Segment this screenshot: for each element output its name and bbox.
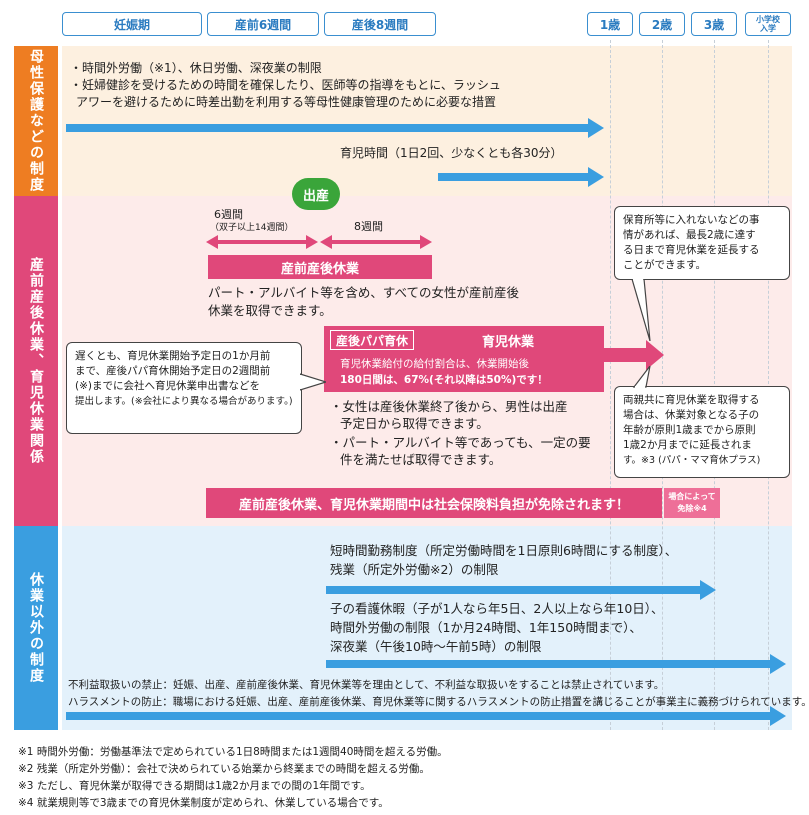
maternity-desc2: 休業を取得できます。 [208,303,332,318]
extend-line3: る日まで育児休業を延長する [623,244,760,256]
maternity-leave-label: 産前産後休業 [280,261,359,277]
footnote-4: ※4 就業規則等で3歳までの育児休業制度が定められ、休業している場合です。 [18,797,389,809]
guide-line-age1 [610,40,611,730]
other-band [62,526,792,730]
application-note-box: 遅くとも、育児休業開始予定日の1か月前 まで、産後パパ育休開始予定日の2週間前 … [66,342,302,434]
timeline-school-entry: 小学校入学 [745,12,791,36]
maternal-line3: アワーを避けるために時差出勤を利用する等母性健康管理のために必要な措置 [76,95,497,109]
footnote-3: ※3 ただし、育児休業が取得できる期間は1歳2か月までの間の1年間です。 [18,780,371,792]
condition-line3: ・パート・アルバイト等であっても、一定の要 [330,435,591,450]
school-line2: 入学 [760,24,776,33]
extend-line2: 情があれば、最長2歳に達す [623,229,756,241]
guide-line-age3 [714,40,715,730]
guide-line-school [768,40,769,730]
birth-badge: 出産 [292,178,340,210]
maternity-desc1: パート・アルバイト等を含め、すべての女性が産前産後 [208,285,520,300]
care-leave-line3: 深夜業（午後10時～午前5時）の制限 [330,639,542,654]
leave-label: 産前産後休業、育児休業関係 [14,196,58,526]
both-line3: 年齢が原則1歳までから原則 [623,424,756,436]
both-line5: す。※3 (パパ・ママ育休プラス) [623,455,761,466]
maternity-leave-bar: 産前産後休業 [208,255,432,279]
timeline-age-2: 2歳 [639,12,685,36]
extend-line1: 保育所等に入れないなどの事 [623,214,760,226]
prenatal-weeks: 6週間 [214,208,243,221]
childcare-leave-block [324,326,604,392]
maternal-band [62,46,792,196]
insurance-text: 産前産後休業、育児休業期間中は社会保険料負担が免除されます！ [238,497,629,513]
left-note-line2: まで、産後パパ育休開始予定日の2週間前 [75,365,271,377]
papa-leave-tag: 産後パパ育休 [330,330,414,350]
insurance-exemption-bar: 産前産後休業、育児休業期間中は社会保険料負担が免除されます！ [206,488,662,518]
maternal-line1: ・時間外労働（※1）、休日労働、深夜業の制限 [70,61,322,75]
both-parents-pointer [632,366,651,388]
school-line1: 小学校 [756,15,780,24]
birth-label: 出産 [302,188,329,204]
timeline-age-3: 3歳 [691,12,737,36]
both-line1: 両親共に育児休業を取得する [623,394,760,406]
condition-line4: 件を満たせば取得できます。 [340,452,502,467]
disadvantage-ban-text: 不利益取扱いの禁止：妊娠、出産、産前産後休業、育児休業等を理由として、不利益な取… [68,679,665,691]
timeline-prenatal-6-weeks: 産前6週間 [207,12,319,36]
left-note-line1: 遅くとも、育児休業開始予定日の1か月前 [75,350,271,362]
papa-leave-label: 産後パパ育休 [335,333,408,348]
note-pointer [300,373,326,391]
extension-note-box: 保育所等に入れないなどの事 情があれば、最長2歳に達す る日まで育児休業を延長す… [614,206,790,280]
prenatal-period-arrow [206,235,318,249]
timeline-age-1: 1歳 [587,12,633,36]
timeline-pregnancy: 妊娠期 [62,12,202,36]
both-parents-note-box: 両親共に育児休業を取得する 場合は、休業対象となる子の 年齢が原則1歳までから原… [614,386,790,478]
other-label: 休業以外の制度 [14,526,58,730]
postnatal-weeks: 8週間 [354,220,383,233]
maternal-line2: ・妊婦健診を受けるための時間を確保したり、医師等の指導をもとに、ラッシュ [70,78,501,92]
guide-line-age2 [662,40,663,730]
childcare-leave-title: 育児休業 [482,335,535,350]
care-leave-line2: 時間外労働の制限（1か月24時間、1年150時間まで）、 [330,620,642,635]
harassment-prevention-text: ハラスメントの防止：職場における妊娠、出産、産前産後休業、育児休業等に関するハラ… [68,696,809,708]
condition-line1: ・女性は産後休業終了後から、男性は出産 [330,399,568,414]
short-hours-line1: 短時間勤務制度（所定労働時間を1日原則6時間にする制度）、 [330,543,678,558]
short-hours-line2: 残業（所定外労働※2）の制限 [330,562,499,577]
footnote-1: ※1 時間外労働：労働基準法で定められている1日8時間または1週間40時間を超え… [18,746,448,758]
case-line2: 免除※4 [677,504,707,513]
extension-pointer [631,279,651,341]
care-leave-line1: 子の看護休暇（子が1人なら年5日、2人以上なら年10日）、 [330,601,664,616]
both-line4: 1歳2か月までに延長されま [623,439,752,451]
maternal-label: 母性保護などの制度 [14,46,58,196]
benefit-line1: 育児休業給付の給付割合は、休業開始後 [340,358,529,370]
both-line2: 場合は、休業対象となる子の [623,409,760,421]
extend-line4: ことができます。 [623,259,706,271]
case-line1: 場合によって [668,492,716,501]
childcare-leave-arrowhead [604,340,664,370]
condition-line2: 予定日から取得できます。 [340,416,489,431]
benefit-line2: 180日間は、67%(それ以降は50%)です！ [340,374,548,386]
conditional-exemption-tag: 場合によって 免除※4 [664,488,720,518]
left-note-line4: 提出します。(※会社により異なる場合があります。) [75,396,293,407]
prenatal-weeks-note: （双子以上14週間） [210,223,294,233]
footnote-2: ※2 残業（所定外労働）：会社で決められている始業から終業までの時間を超える労働… [18,763,430,775]
postnatal-period-arrow [320,235,432,249]
left-note-line3: (※)までに会社へ育児休業申出書などを [75,380,260,392]
timeline-postnatal-8-weeks: 産後8週間 [324,12,436,36]
childcare-time-text: 育児時間（1日2回、少なくとも各30分） [340,146,563,160]
